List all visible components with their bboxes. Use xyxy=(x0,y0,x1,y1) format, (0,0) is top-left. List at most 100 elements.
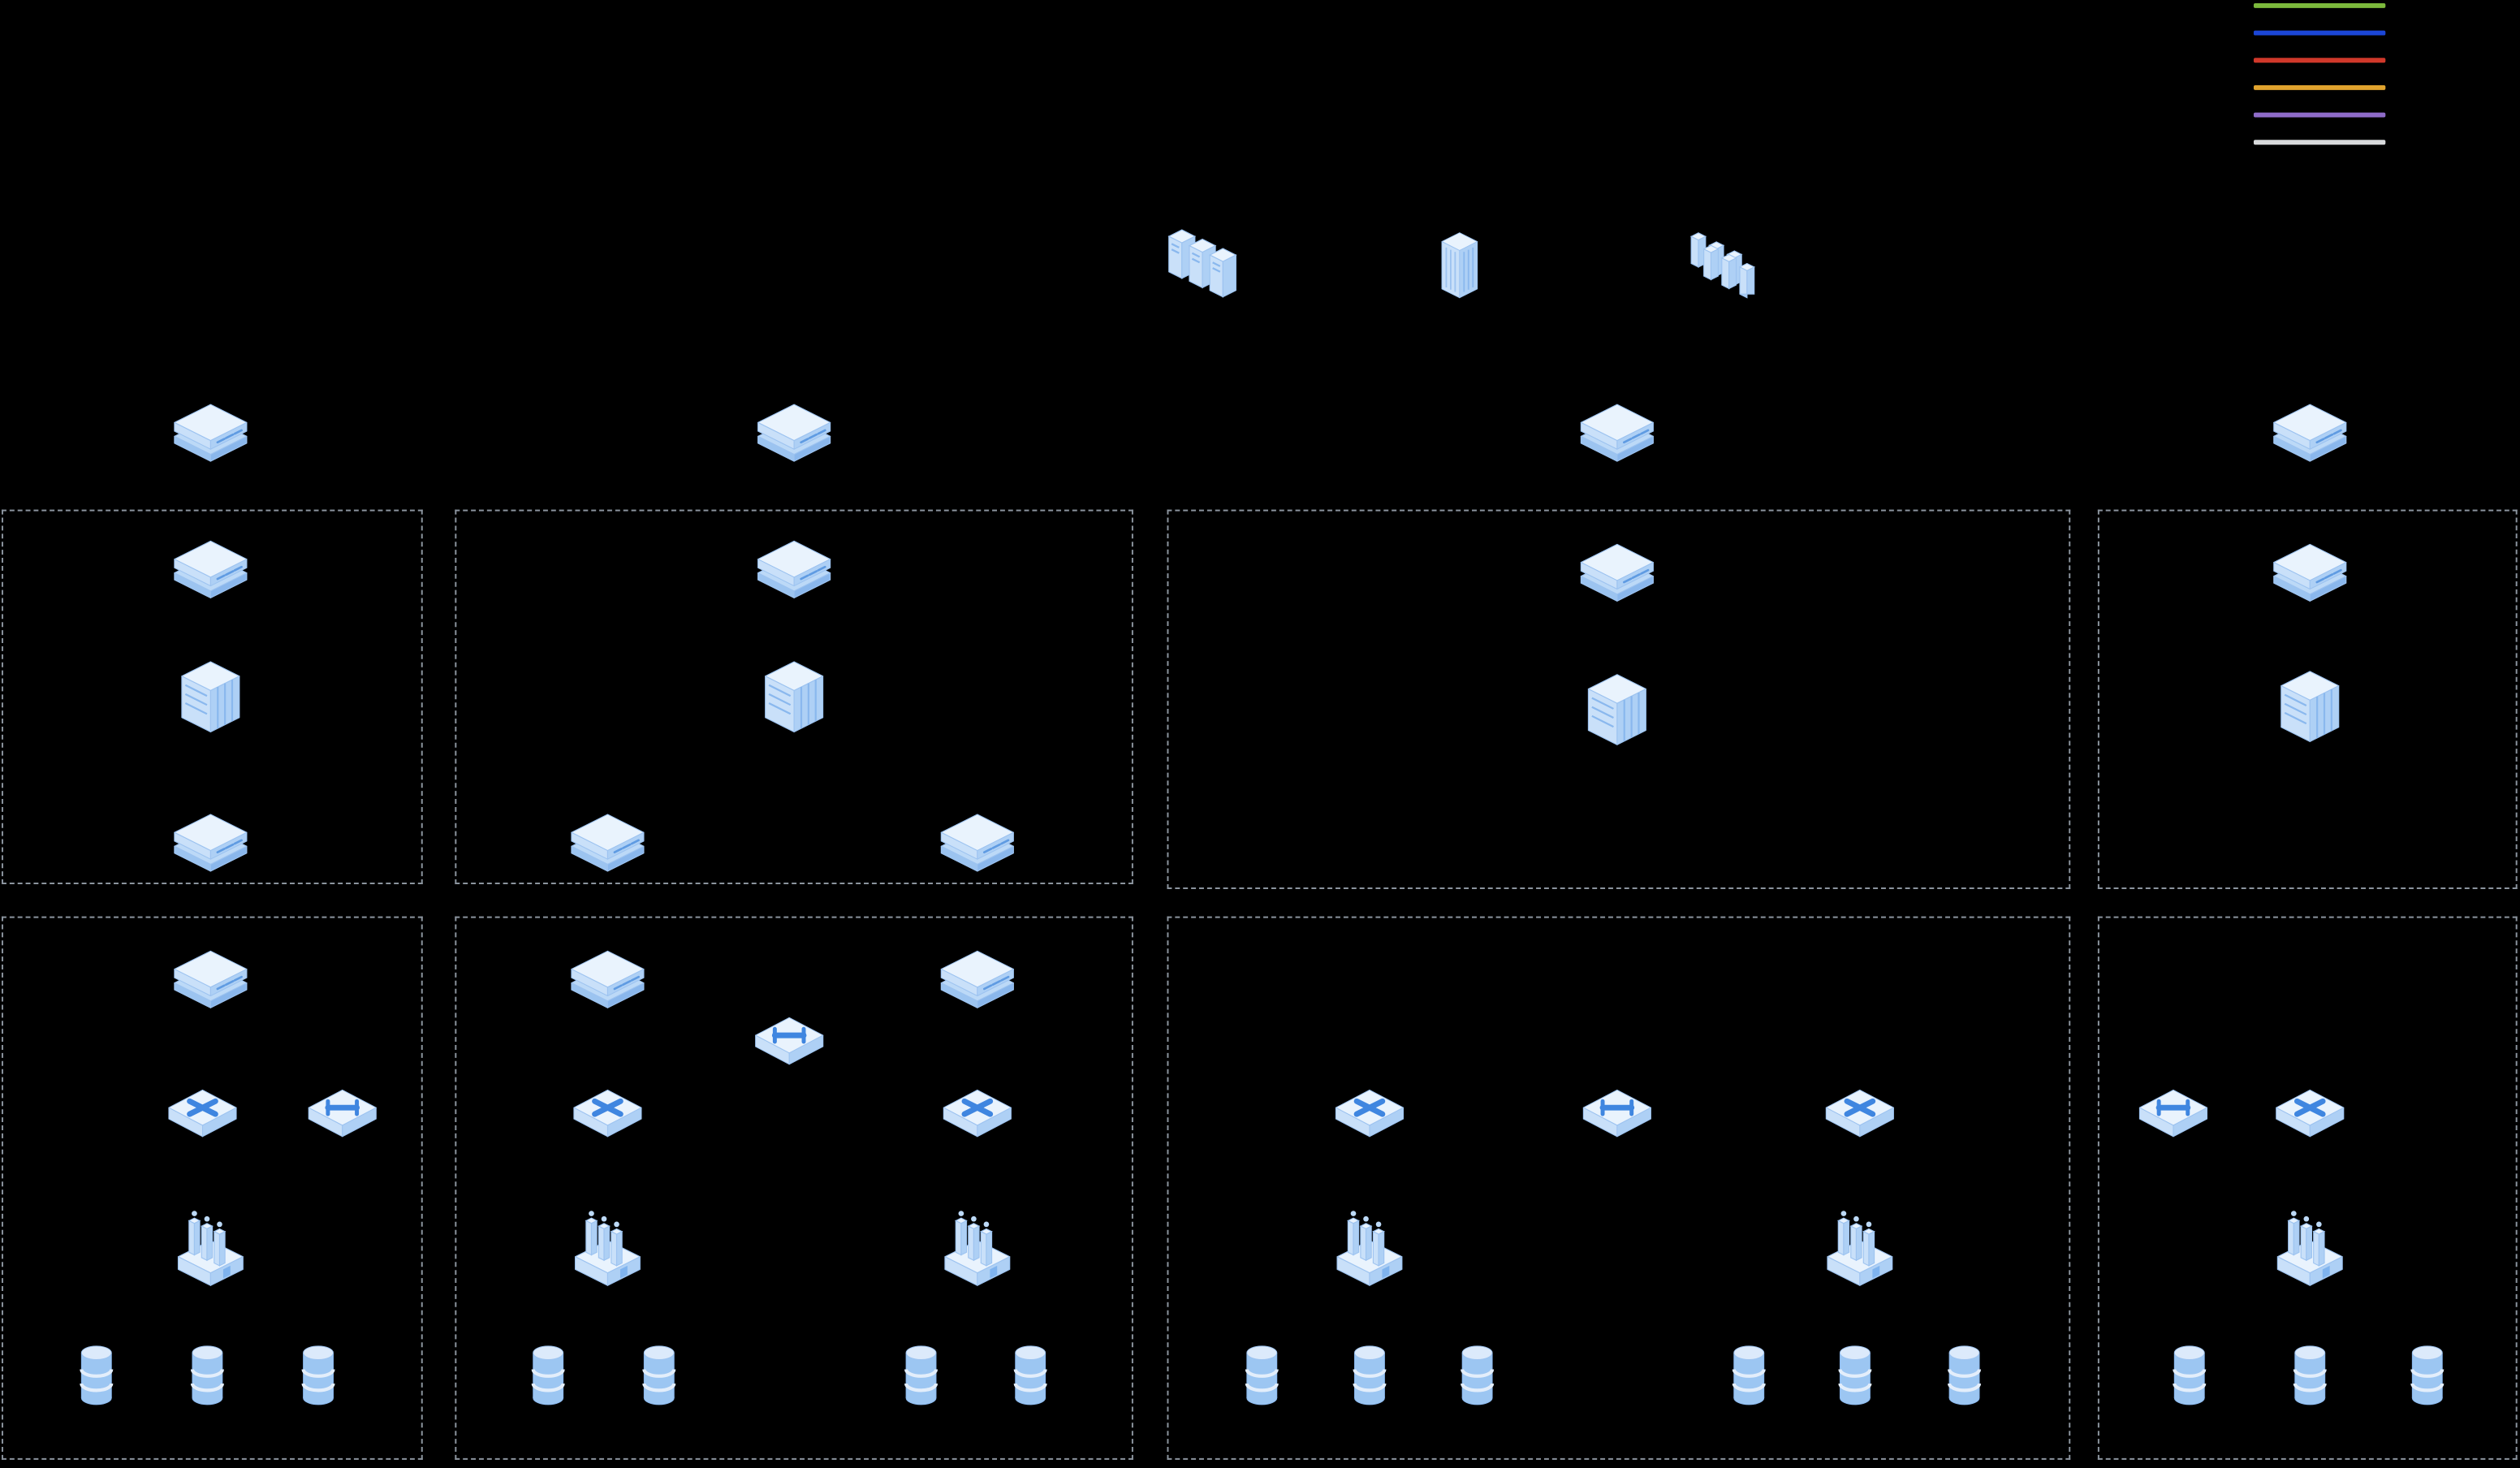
load-balancer-icon[interactable] xyxy=(302,1077,382,1142)
database-glyph xyxy=(1455,1336,1499,1412)
database-glyph xyxy=(2288,1336,2332,1412)
database-glyph xyxy=(1727,1336,1771,1412)
server-rack-icon[interactable] xyxy=(1572,666,1662,756)
switch-icon[interactable] xyxy=(564,936,651,1008)
switch-glyph xyxy=(167,936,254,1008)
switch-icon[interactable] xyxy=(167,390,254,462)
zone-top-right[interactable] xyxy=(2097,509,2518,889)
switch-icon[interactable] xyxy=(934,936,1021,1008)
switch-icon[interactable] xyxy=(167,526,254,598)
database-glyph xyxy=(525,1336,570,1412)
database-glyph xyxy=(1240,1336,1284,1412)
factory-icon[interactable] xyxy=(930,1201,1024,1291)
router-icon[interactable] xyxy=(2270,1077,2350,1142)
switch-icon[interactable] xyxy=(1573,529,1660,602)
database-icon[interactable] xyxy=(296,1336,340,1412)
database-icon[interactable] xyxy=(1008,1336,1052,1412)
switch-icon[interactable] xyxy=(167,800,254,872)
database-icon[interactable] xyxy=(74,1336,119,1412)
zone-top-mid-right[interactable] xyxy=(1167,509,2071,889)
router-icon[interactable] xyxy=(1819,1077,1900,1142)
database-icon[interactable] xyxy=(1347,1336,1392,1412)
switch-glyph xyxy=(564,800,651,872)
load-balancer-icon[interactable] xyxy=(749,1005,830,1069)
load-balancer-icon[interactable] xyxy=(1577,1077,1657,1142)
load-balancer-glyph xyxy=(2133,1077,2213,1142)
switch-icon[interactable] xyxy=(2267,390,2354,462)
server-rack-glyph xyxy=(1572,666,1662,756)
legend-line-red xyxy=(2253,58,2386,85)
factory-icon[interactable] xyxy=(1813,1201,1906,1291)
switch-glyph xyxy=(751,390,838,462)
database-glyph xyxy=(636,1336,681,1412)
database-icon[interactable] xyxy=(2288,1336,2332,1412)
database-icon[interactable] xyxy=(2405,1336,2449,1412)
legend-swatch xyxy=(2253,2,2386,8)
legend-line-purple xyxy=(2253,112,2386,140)
database-glyph xyxy=(1347,1336,1392,1412)
router-glyph xyxy=(162,1077,243,1142)
factory-icon[interactable] xyxy=(164,1201,257,1291)
zone-bottom-right[interactable] xyxy=(2097,916,2518,1460)
database-glyph xyxy=(185,1336,230,1412)
database-icon[interactable] xyxy=(2167,1336,2211,1412)
server-rack-icon[interactable] xyxy=(2265,663,2355,753)
load-balancer-icon[interactable] xyxy=(2133,1077,2213,1142)
factory-glyph xyxy=(930,1201,1024,1291)
database-glyph xyxy=(296,1336,340,1412)
zone-top-mid-left[interactable] xyxy=(455,509,1133,884)
switch-icon[interactable] xyxy=(2267,529,2354,602)
zone-bottom-mid-left[interactable] xyxy=(455,916,1133,1460)
legend-swatch xyxy=(2253,84,2386,90)
switch-glyph xyxy=(934,936,1021,1008)
database-icon[interactable] xyxy=(185,1336,230,1412)
database-icon[interactable] xyxy=(1727,1336,1771,1412)
database-icon[interactable] xyxy=(1832,1336,1877,1412)
switch-icon[interactable] xyxy=(934,800,1021,872)
switch-icon[interactable] xyxy=(1573,390,1660,462)
legend-line-amber xyxy=(2253,84,2386,113)
switch-icon[interactable] xyxy=(751,390,838,462)
legend-swatch xyxy=(2253,140,2386,145)
legend-swatch xyxy=(2253,30,2386,36)
switch-icon[interactable] xyxy=(564,800,651,872)
router-icon[interactable] xyxy=(162,1077,243,1142)
office-building-icon[interactable] xyxy=(1422,218,1496,312)
switch-glyph xyxy=(1573,529,1660,602)
database-icon[interactable] xyxy=(1240,1336,1284,1412)
legend-line-blue xyxy=(2253,30,2386,58)
legend-line-green xyxy=(2253,2,2386,31)
switch-glyph xyxy=(1573,390,1660,462)
zone-top-left[interactable] xyxy=(1,509,423,884)
switch-glyph xyxy=(564,936,651,1008)
router-icon[interactable] xyxy=(937,1077,1017,1142)
factory-icon[interactable] xyxy=(561,1201,654,1291)
switch-icon[interactable] xyxy=(751,526,838,598)
switch-glyph xyxy=(751,526,838,598)
router-glyph xyxy=(937,1077,1017,1142)
factory-glyph xyxy=(1813,1201,1906,1291)
database-icon[interactable] xyxy=(636,1336,681,1412)
mainframe-icon[interactable] xyxy=(1156,218,1249,312)
factory-icon[interactable] xyxy=(2263,1201,2357,1291)
factory-glyph xyxy=(2263,1201,2357,1291)
server-cluster-icon[interactable] xyxy=(1670,220,1770,310)
router-icon[interactable] xyxy=(1329,1077,1409,1142)
database-icon[interactable] xyxy=(1455,1336,1499,1412)
zone-bottom-left[interactable] xyxy=(1,916,423,1460)
database-icon[interactable] xyxy=(525,1336,570,1412)
router-icon[interactable] xyxy=(567,1077,648,1142)
database-icon[interactable] xyxy=(899,1336,943,1412)
switch-icon[interactable] xyxy=(167,936,254,1008)
router-glyph xyxy=(2270,1077,2350,1142)
database-glyph xyxy=(1008,1336,1052,1412)
database-icon[interactable] xyxy=(1942,1336,1987,1412)
server-rack-icon[interactable] xyxy=(166,653,256,743)
factory-icon[interactable] xyxy=(1323,1201,1417,1291)
server-rack-icon[interactable] xyxy=(749,653,839,743)
zone-bottom-mid-right[interactable] xyxy=(1167,916,2071,1460)
router-glyph xyxy=(1329,1077,1409,1142)
switch-glyph xyxy=(2267,390,2354,462)
legend xyxy=(2253,2,2386,167)
